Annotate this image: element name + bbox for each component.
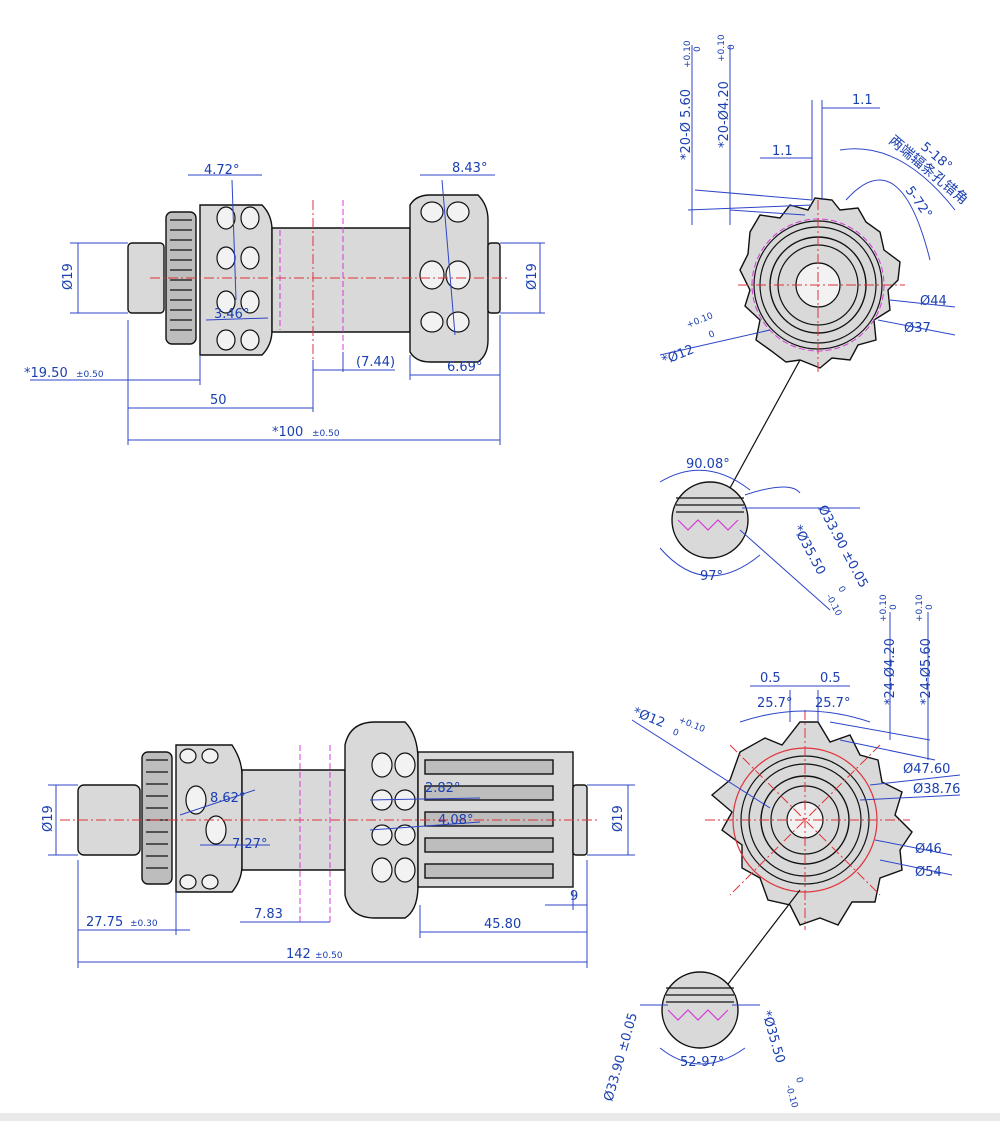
front-detail-dia-a: Ø33.90 ±0.05 — [814, 503, 870, 591]
rear-angle-c: 2.82° — [425, 781, 460, 796]
rear-hole2-tol-up: +0.10 — [915, 594, 925, 622]
front-hole1: *20-Ø 5.60 — [679, 89, 694, 160]
rear-offset-left-tol: ±0.30 — [130, 919, 158, 929]
rear-hole2: *24-Ø5.60 — [919, 638, 934, 705]
rear-detail-dia-b: *Ø35.50 — [758, 1009, 787, 1065]
front-angle-top-right: 8.43° — [452, 161, 487, 176]
front-total: *100 — [272, 425, 303, 440]
rear-angle-b: 7.27° — [232, 837, 267, 852]
rear-dia-3876: Ø38.76 — [913, 782, 960, 797]
rear-detail-view — [640, 971, 760, 1065]
rear-hub-side-view — [48, 721, 635, 968]
front-detail-dia-b-low: -0.10 — [823, 593, 843, 618]
front-angle-inner: 3.46° — [214, 307, 249, 322]
rear-gap-r: 0.5 — [820, 671, 841, 686]
rear-detail-dia-b-up: 0 — [793, 1076, 804, 1085]
rear-detail-dia-b-low: -0.10 — [783, 1084, 799, 1109]
rear-flange-end-view — [631, 612, 961, 1006]
rear-dia-left: Ø19 — [41, 805, 56, 832]
rear-ref-b: 45.80 — [484, 917, 521, 932]
rear-detail-dia-a: Ø33.90 ±0.05 — [601, 1011, 641, 1103]
front-dia-right: Ø19 — [525, 263, 540, 290]
front-hole1-tol-low: 0 — [693, 46, 703, 52]
front-detail-view — [659, 469, 860, 611]
rear-dia-12-up: +0.10 — [677, 716, 707, 736]
rear-angle-d: 4.08° — [438, 813, 473, 828]
front-hole2-tol-up: +0.10 — [717, 34, 727, 62]
front-angle-bottom-right: 6.69° — [447, 360, 482, 375]
rear-dia-12-low: 0 — [671, 728, 680, 740]
front-detail-dia-b: *Ø35.50 — [789, 523, 828, 578]
front-hole2-tol-low: 0 — [727, 44, 737, 50]
front-gap-top: 1.1 — [852, 93, 873, 108]
front-hub-side-view — [30, 174, 545, 445]
rear-dia-right: Ø19 — [611, 805, 626, 832]
front-dia-left: Ø19 — [61, 263, 76, 290]
front-angle-top-left: 4.72° — [204, 163, 239, 178]
front-dia-37: Ø37 — [904, 321, 931, 336]
front-dia-12-low: 0 — [707, 329, 716, 341]
rear-hole1-tol-low: 0 — [889, 604, 899, 610]
rear-dia-12: *Ø12 — [631, 705, 667, 731]
front-detail-dia-b-up: 0 — [835, 585, 847, 595]
rear-gap-l: 0.5 — [760, 671, 781, 686]
rear-hole1: *24-Ø4.20 — [883, 638, 898, 705]
rear-dia-46: Ø46 — [915, 842, 942, 857]
front-half: 50 — [210, 393, 227, 408]
rear-total-tol: ±0.50 — [315, 951, 343, 961]
front-detail-angle-bottom: 97° — [700, 569, 723, 584]
front-detail-angle-top: 90.08° — [686, 457, 730, 472]
front-dia-12: *Ø12 — [660, 342, 696, 368]
front-hole2: *20-Ø4.20 — [717, 81, 732, 148]
rear-detail-angle: 52-97° — [680, 1055, 724, 1070]
rear-ref-a: 7.83 — [254, 907, 283, 922]
front-angle-b: 5-72° — [902, 184, 935, 222]
front-offset-tol: ±0.50 — [76, 370, 104, 380]
rear-offset-left: 27.75 — [86, 915, 123, 930]
front-hole1-tol-up: +0.10 — [683, 40, 693, 68]
front-ref: (7.44) — [356, 355, 395, 370]
bottom-strip — [0, 1113, 1000, 1121]
front-dia-44: Ø44 — [920, 294, 947, 309]
rear-dia-54: Ø54 — [915, 865, 942, 880]
rear-dia-4760: Ø47.60 — [903, 762, 950, 777]
rear-ang-r: 25.7° — [815, 696, 850, 711]
rear-hole2-tol-low: 0 — [925, 604, 935, 610]
front-gap-mid: 1.1 — [772, 144, 793, 159]
rear-total: 142 — [286, 947, 311, 962]
rear-ref-c: 9 — [570, 889, 578, 904]
front-total-tol: ±0.50 — [312, 429, 340, 439]
rear-angle-a: 8.62° — [210, 791, 245, 806]
rear-ang-l: 25.7° — [757, 696, 792, 711]
front-dia-12-up: +0.10 — [685, 311, 715, 331]
front-offset: *19.50 — [24, 366, 68, 381]
front-flange-end-view — [659, 45, 956, 511]
rear-hole1-tol-up: +0.10 — [879, 594, 889, 622]
